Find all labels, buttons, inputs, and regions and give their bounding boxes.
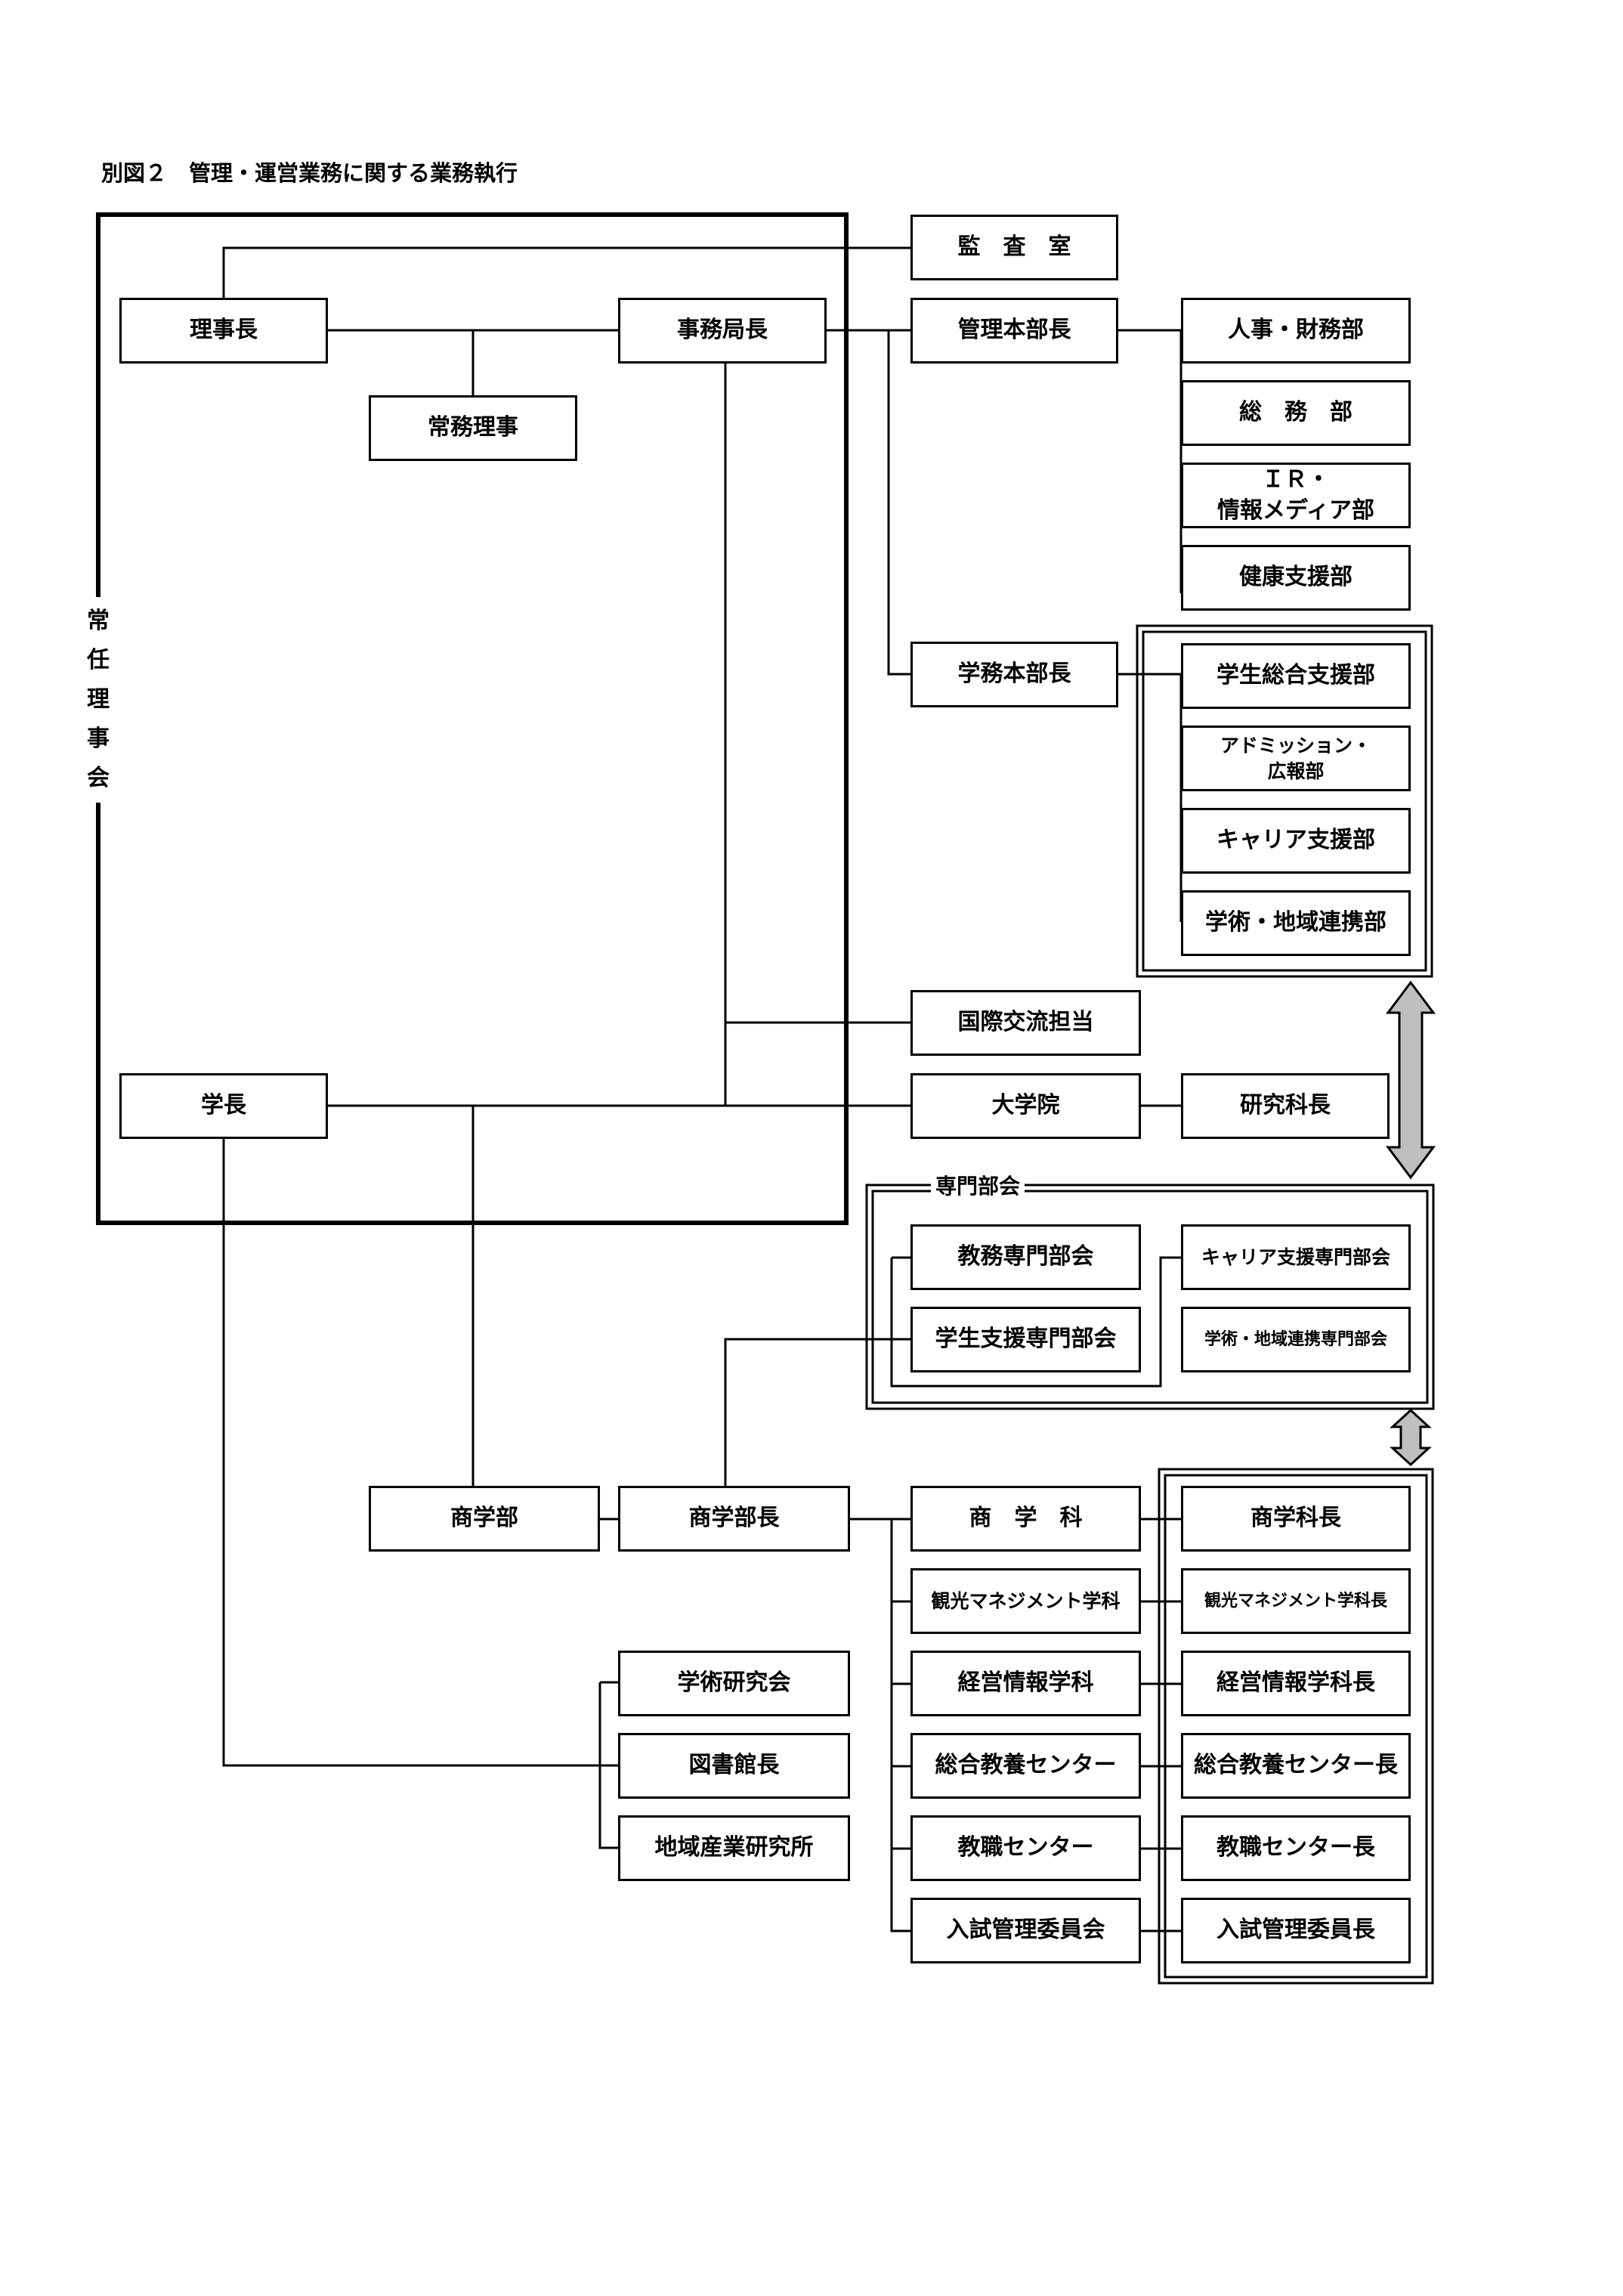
edu-committee-box: 教務専門部会: [910, 1224, 1141, 1290]
regional-committee-box: 学術・地域連携専門部会: [1181, 1307, 1411, 1372]
standing-board-char: 任: [87, 647, 110, 673]
line-dept-heads: [1141, 1518, 1181, 1932]
academic-hq-box: 学務本部長: [910, 642, 1118, 707]
intl-exchange-box: 国際交流担当: [910, 990, 1141, 1056]
dept-commerce-box: 商 学 科: [910, 1486, 1141, 1552]
dept-tourism-box: 観光マネジメント学科: [910, 1568, 1141, 1634]
chairman-box: 理事長: [119, 298, 328, 364]
head-admission-box: 入試管理委員長: [1181, 1898, 1411, 1963]
hr-finance-box: 人事・財務部: [1181, 298, 1411, 364]
line-library-group: [598, 1681, 618, 1849]
admin-hq-box: 管理本部長: [910, 298, 1118, 364]
career-support-box: キャリア支援部: [1181, 808, 1411, 874]
student-support-box: 学生総合支援部: [1181, 643, 1411, 709]
admissions-pr-box: アドミッション・ 広報部: [1181, 726, 1411, 791]
line-dean-committees: [724, 1338, 910, 1486]
president-box: 学長: [119, 1073, 328, 1139]
line-secretary-academic: [887, 330, 910, 676]
faculty-box: 商学部: [369, 1486, 600, 1552]
head-commerce-box: 商学科長: [1181, 1486, 1411, 1552]
academic-regional-box: 学術・地域連携部: [1181, 890, 1411, 956]
regional-institute-box: 地域産業研究所: [618, 1815, 850, 1881]
dept-info-box: 経営情報学科: [910, 1651, 1141, 1716]
academic-depts-frame-outer: [1136, 624, 1433, 978]
grad-school-box: 大学院: [910, 1073, 1141, 1139]
student-committee-box: 学生支援専門部会: [910, 1307, 1141, 1372]
page-title: 別図２ 管理・運営業務に関する業務執行: [101, 160, 518, 186]
standing-board-char: 常: [87, 608, 110, 634]
center-teacher-box: 教職センター: [910, 1815, 1141, 1881]
center-liberal-box: 総合教養センター: [910, 1733, 1141, 1799]
head-tourism-box: 観光マネジメント学科長: [1181, 1568, 1411, 1634]
faculty-dean-box: 商学部長: [618, 1486, 850, 1552]
standing-board-char: 理: [87, 686, 110, 713]
line-chairman-audit: [222, 246, 910, 298]
general-affairs-box: 総 務 部: [1181, 380, 1411, 446]
secretary-general-box: 事務局長: [618, 298, 827, 364]
head-liberal-box: 総合教養センター長: [1181, 1733, 1411, 1799]
committee-frame-outer: [865, 1184, 1435, 1410]
standing-board-label: 常 任 理 事 会: [82, 597, 115, 803]
managing-director-box: 常務理事: [369, 395, 577, 461]
admission-committee-box: 入試管理委員会: [910, 1898, 1141, 1963]
double-arrow-lower: [1390, 1408, 1432, 1467]
career-committee-box: キャリア支援専門部会: [1181, 1224, 1411, 1290]
research-society-box: 学術研究会: [618, 1651, 850, 1716]
ir-media-box: ＩＲ・ 情報メディア部: [1181, 463, 1411, 528]
head-info-box: 経営情報学科長: [1181, 1651, 1411, 1716]
audit-office-box: 監 査 室: [910, 215, 1118, 280]
heads-frame-outer: [1158, 1468, 1434, 1985]
committee-group-label: 専門部会: [931, 1170, 1025, 1200]
standing-board-char: 会: [87, 765, 110, 791]
health-support-box: 健康支援部: [1181, 545, 1411, 611]
grad-dean-box: 研究科長: [1181, 1073, 1390, 1139]
library-box: 図書館長: [618, 1733, 850, 1799]
line-president-library: [222, 1139, 618, 1767]
double-arrow-upper: [1386, 980, 1436, 1180]
head-teacher-box: 教職センター長: [1181, 1815, 1411, 1881]
standing-board-char: 事: [87, 726, 110, 752]
line-committee-bracket: [890, 1256, 1181, 1388]
